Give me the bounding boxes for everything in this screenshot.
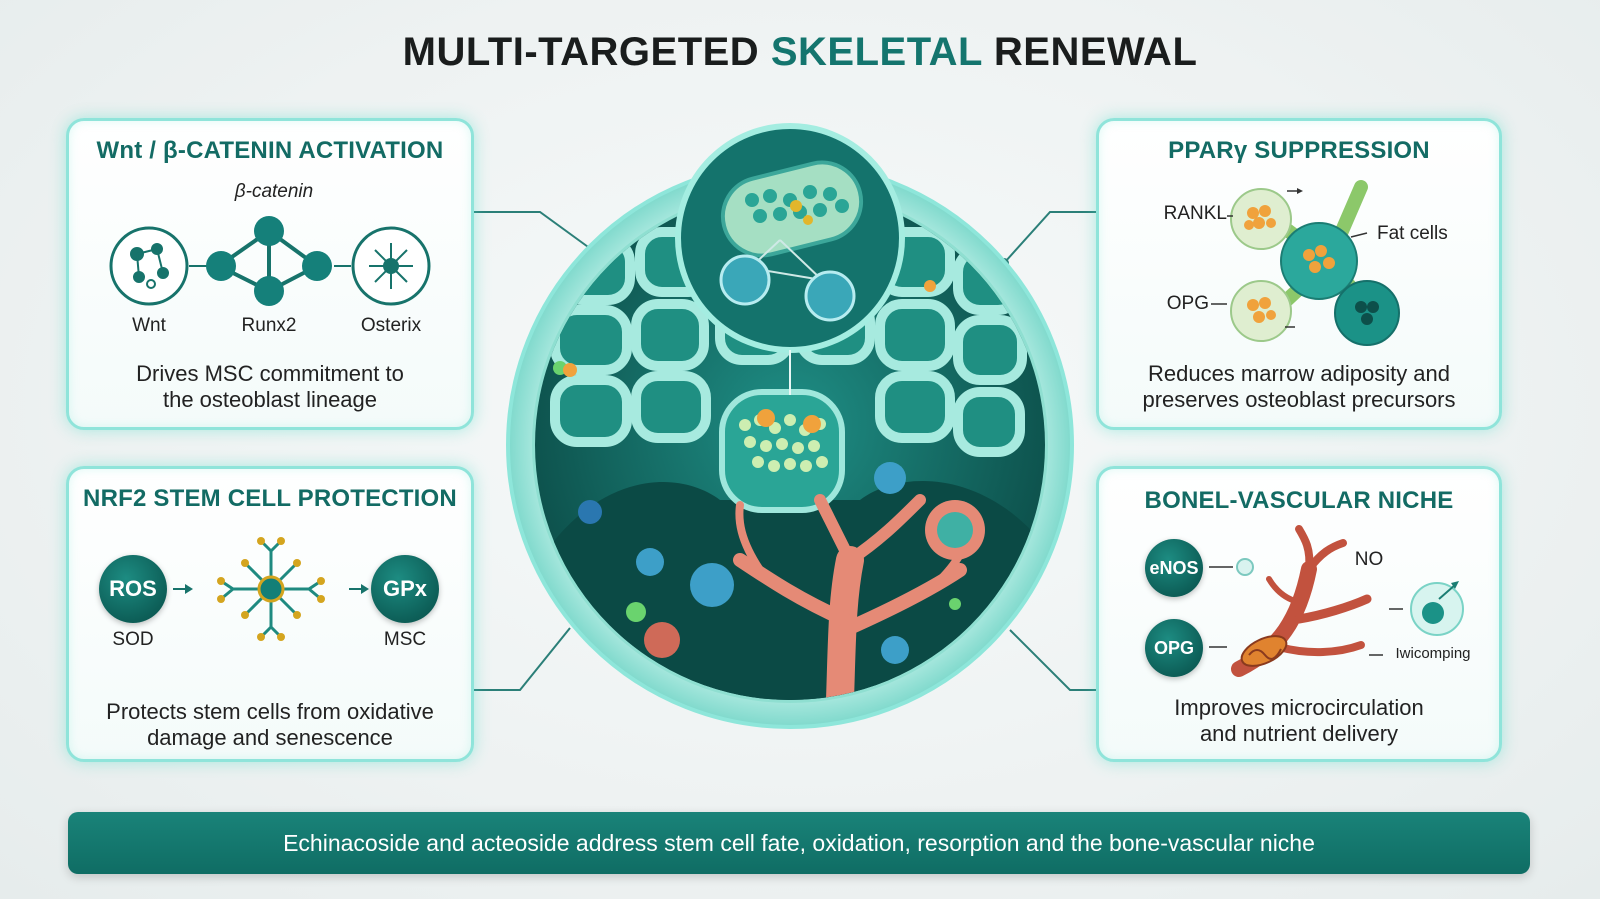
mitochondria-icon [1240,635,1288,667]
opg-vascular-pill: OPG [1145,619,1203,677]
panel-vascular-description-1: Improves microcirculation [1174,695,1424,720]
no-label: NO [1354,549,1384,570]
panel-nrf2-description-2: damage and senescence [147,725,393,750]
runx2-label: Runx2 [241,315,297,336]
enos-pill: eNOS [1145,539,1203,597]
panel-vascular-title: BONEL-VASCULAR NICHE [1144,487,1454,514]
panel-wnt-description-2: the osteoblast lineage [162,387,378,412]
title-part3: RENEWAL [993,30,1198,74]
msc-label: MSC [383,629,427,650]
sod-label: SOD [112,629,154,650]
panel-wnt: Wnt / β-CATENIN ACTIVATION β-catenin Wnt… [66,118,474,430]
panel-ppar-description-1: Reduces marrow adiposity and [1147,361,1451,386]
beta-catenin-label: β-catenin [234,181,314,202]
ppar-diagram [1211,180,1400,346]
panel-vascular-description-2: and nutrient delivery [1199,721,1399,746]
footer-banner: Echinacoside and acteoside address stem … [68,812,1530,874]
wnt-pathway-diagram [109,216,431,306]
gpx-pill: GPx [371,555,439,623]
panel-wnt-description-1: Drives MSC commitment to [136,361,404,386]
panel-vascular: BONEL-VASCULAR NICHE eNOS OPG NO Iwicomp… [1096,466,1502,762]
page-title: MULTI-TARGETED SKELETAL RENEWAL [0,30,1600,75]
panel-nrf2: NRF2 STEM CELL PROTECTION ROS GPx SOD MS… [66,466,474,762]
panel-ppar-description-2: preserves osteoblast precursors [1142,387,1456,412]
nrf2-diagram [173,537,369,641]
ros-pill: ROS [99,555,167,623]
panel-nrf2-description-1: Protects stem cells from oxidative [106,699,434,724]
vascular-diagram [1209,525,1464,677]
fat-cells-label: Fat cells [1377,223,1448,244]
molecule-network-icon [130,243,169,289]
neuron-cell-icon [369,243,413,289]
osterix-label: Osterix [360,315,422,336]
panel-ppar: PPARγ SUPPRESSION RANKL Fat cells OPG Re… [1096,118,1502,430]
rankl-label: RANKL [1163,203,1227,224]
footer-text: Echinacoside and acteoside address stem … [283,829,1315,856]
wnt-label: Wnt [132,315,166,336]
panel-ppar-title: PPARγ SUPPRESSION [1168,137,1430,164]
micro-label: Iwicomping [1395,645,1471,662]
title-part1: MULTI-TARGETED [402,30,760,74]
title-part2: SKELETAL [770,30,983,74]
panel-wnt-title: Wnt / β-CATENIN ACTIVATION [96,137,444,164]
opg-label: OPG [1166,293,1209,314]
panel-nrf2-title: NRF2 STEM CELL PROTECTION [83,485,457,512]
